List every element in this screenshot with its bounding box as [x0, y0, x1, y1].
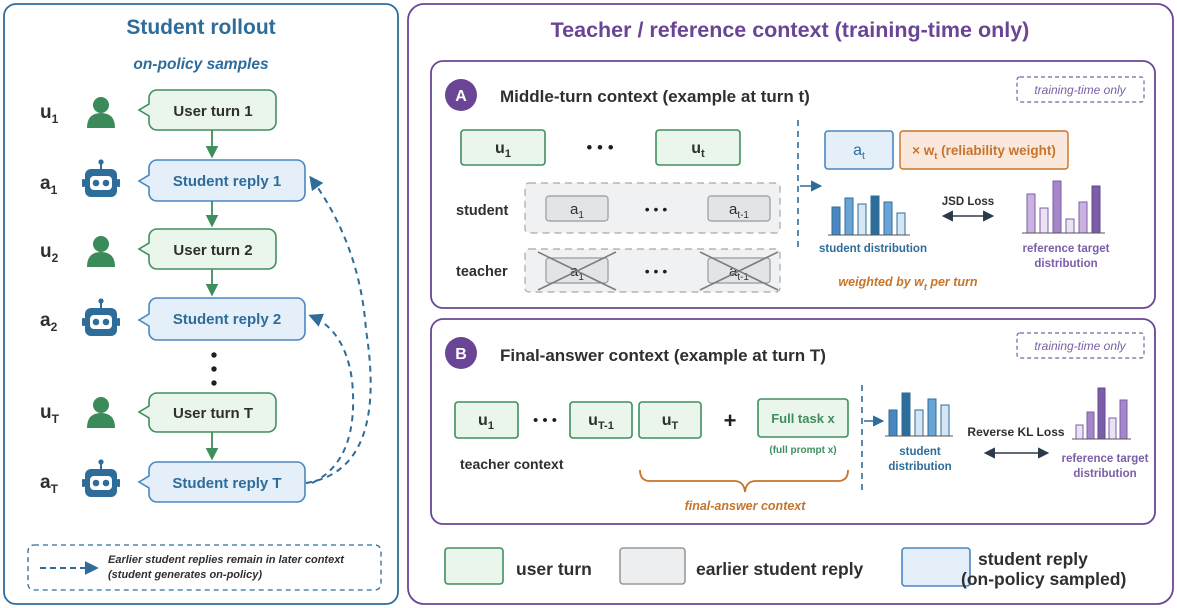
section-a-badge: [445, 79, 477, 111]
note-text-line-1: Earlier student replies remain in later …: [108, 554, 345, 566]
student-distribution-b-label-1: student: [899, 446, 941, 458]
section-b-tag-text: training-time only: [1034, 339, 1126, 353]
bubble-text: Student reply 1: [173, 173, 281, 190]
section-b-tag: [1016, 332, 1145, 359]
teacher-context-ellipsis: • • •: [533, 412, 557, 429]
note-box: Earlier student replies remain in later …: [27, 544, 382, 591]
legend-swatch-student-reply: [901, 547, 971, 587]
student-rollout-panel: Student rollout on-policy samples u1 a1 …: [3, 3, 399, 605]
teacher-context-u1: [454, 401, 519, 439]
context-ut: [655, 129, 741, 166]
section-a-tag: [1016, 76, 1145, 103]
weighted-per-turn-note: weighted by wt per turn: [838, 275, 977, 292]
teacher-at1-label: at-1: [729, 263, 749, 283]
bubble-student-reply-1: Student reply 1: [137, 159, 306, 202]
full-prompt-note: (full prompt x): [769, 445, 836, 456]
current-reply-at-label: at: [853, 142, 865, 162]
bubble-text: Student reply 2: [173, 311, 281, 328]
section-b-title: Final-answer context (example at turn T): [500, 346, 826, 365]
reference-distribution-b: [1072, 387, 1131, 440]
student-at1-label: at-1: [729, 201, 749, 221]
legend: user turn earlier student reply student …: [444, 547, 1126, 589]
reliability-weight-text: × wt (reliability weight): [912, 143, 1056, 162]
teacher-context-uT-1-label: uT-1: [588, 412, 614, 432]
context-ellipsis: • • •: [586, 138, 613, 157]
reference-distribution-a: [1022, 180, 1105, 234]
teacher-context-uT-1: [569, 401, 633, 439]
legend-swatch-earlier-reply: [619, 547, 686, 585]
section-b-final-answer: B Final-answer context (example at turn …: [430, 318, 1156, 525]
reference-distribution-b-label-1: reference target: [1062, 453, 1149, 465]
teacher-row-ellipsis: • • •: [645, 263, 668, 279]
student-distribution-b-label-2: distribution: [888, 461, 951, 473]
teacher-context-uT: [638, 401, 702, 439]
legend-label-user-turn: user turn: [516, 559, 592, 579]
final-answer-context-label: final-answer context: [685, 499, 807, 513]
row-label-aT: aT: [40, 472, 59, 496]
teacher-context-label: teacher context: [460, 456, 564, 472]
context-ut-label: ut: [691, 140, 705, 160]
teacher-context-uT-label: uT: [662, 412, 679, 432]
student-a1: [545, 195, 609, 222]
full-task-label: Full task x: [771, 411, 835, 426]
bubble-text: User turn 1: [173, 103, 252, 120]
row-label-u2: u2: [40, 241, 59, 265]
left-panel-title: Student rollout: [126, 16, 275, 39]
cross-out-mark: [699, 251, 779, 291]
student-distribution-a-label: student distribution: [819, 243, 927, 255]
reference-distribution-a-label-2: distribution: [1034, 258, 1097, 270]
row-label-uT: uT: [40, 402, 60, 426]
final-answer-brace: [639, 469, 849, 493]
reverse-kl-loss-label: Reverse KL Loss: [967, 425, 1064, 439]
legend-label-on-policy: (on-policy sampled): [961, 569, 1126, 589]
student-a1-label: a1: [570, 201, 584, 221]
teacher-row-label: teacher: [456, 264, 508, 280]
vertical-ellipsis: [211, 352, 217, 386]
student-at1: [707, 195, 771, 222]
section-a-badge-label: A: [455, 88, 467, 105]
section-a-middle-turn: A Middle-turn context (example at turn t…: [430, 60, 1156, 309]
context-u1-label: u1: [495, 140, 511, 160]
plus-sign: +: [724, 408, 737, 433]
left-panel-subtitle: on-policy samples: [133, 56, 269, 73]
bubble-student-reply-T: Student reply T: [137, 461, 306, 503]
context-u1: [460, 129, 546, 166]
bubble-text: User turn 2: [173, 242, 252, 259]
bubble-text: User turn T: [173, 405, 253, 422]
legend-label-student-reply: student reply: [978, 549, 1088, 569]
note-text-line-2: (student generates on-policy): [108, 569, 262, 581]
teacher-context-u1-label: u1: [478, 412, 494, 432]
student-row-label: student: [456, 203, 509, 219]
legend-label-earlier-reply: earlier student reply: [696, 559, 864, 579]
bubble-user-turn-2: User turn 2: [137, 228, 277, 270]
section-b-badge-label: B: [455, 346, 467, 363]
bubble-student-reply-2: Student reply 2: [137, 297, 306, 341]
student-row-ellipsis: • • •: [645, 201, 668, 217]
section-b-badge: [445, 337, 477, 369]
bubble-user-turn-1: User turn 1: [137, 89, 277, 131]
bubble-user-turn-T: User turn T: [137, 392, 277, 433]
cross-out-mark: [537, 251, 617, 291]
section-a-tag-text: training-time only: [1034, 83, 1126, 97]
row-label-u1: u1: [40, 102, 59, 126]
full-task-box: [757, 398, 849, 438]
row-label-a2: a2: [40, 310, 58, 334]
current-reply-at: [824, 130, 894, 170]
reference-distribution-a-label-1: reference target: [1023, 243, 1110, 255]
section-a-title: Middle-turn context (example at turn t): [500, 87, 810, 106]
student-distribution-b: [885, 392, 953, 437]
reliability-weight-box: [899, 130, 1069, 170]
bubble-text: Student reply T: [172, 475, 281, 492]
student-distribution-a: [828, 195, 910, 236]
jsd-loss-label: JSD Loss: [942, 196, 994, 208]
row-label-a1: a1: [40, 173, 58, 197]
legend-swatch-user-turn: [444, 547, 504, 585]
teacher-reference-panel: Teacher / reference context (training-ti…: [407, 3, 1174, 605]
reference-distribution-b-label-2: distribution: [1073, 468, 1136, 480]
right-panel-title: Teacher / reference context (training-ti…: [551, 18, 1030, 42]
